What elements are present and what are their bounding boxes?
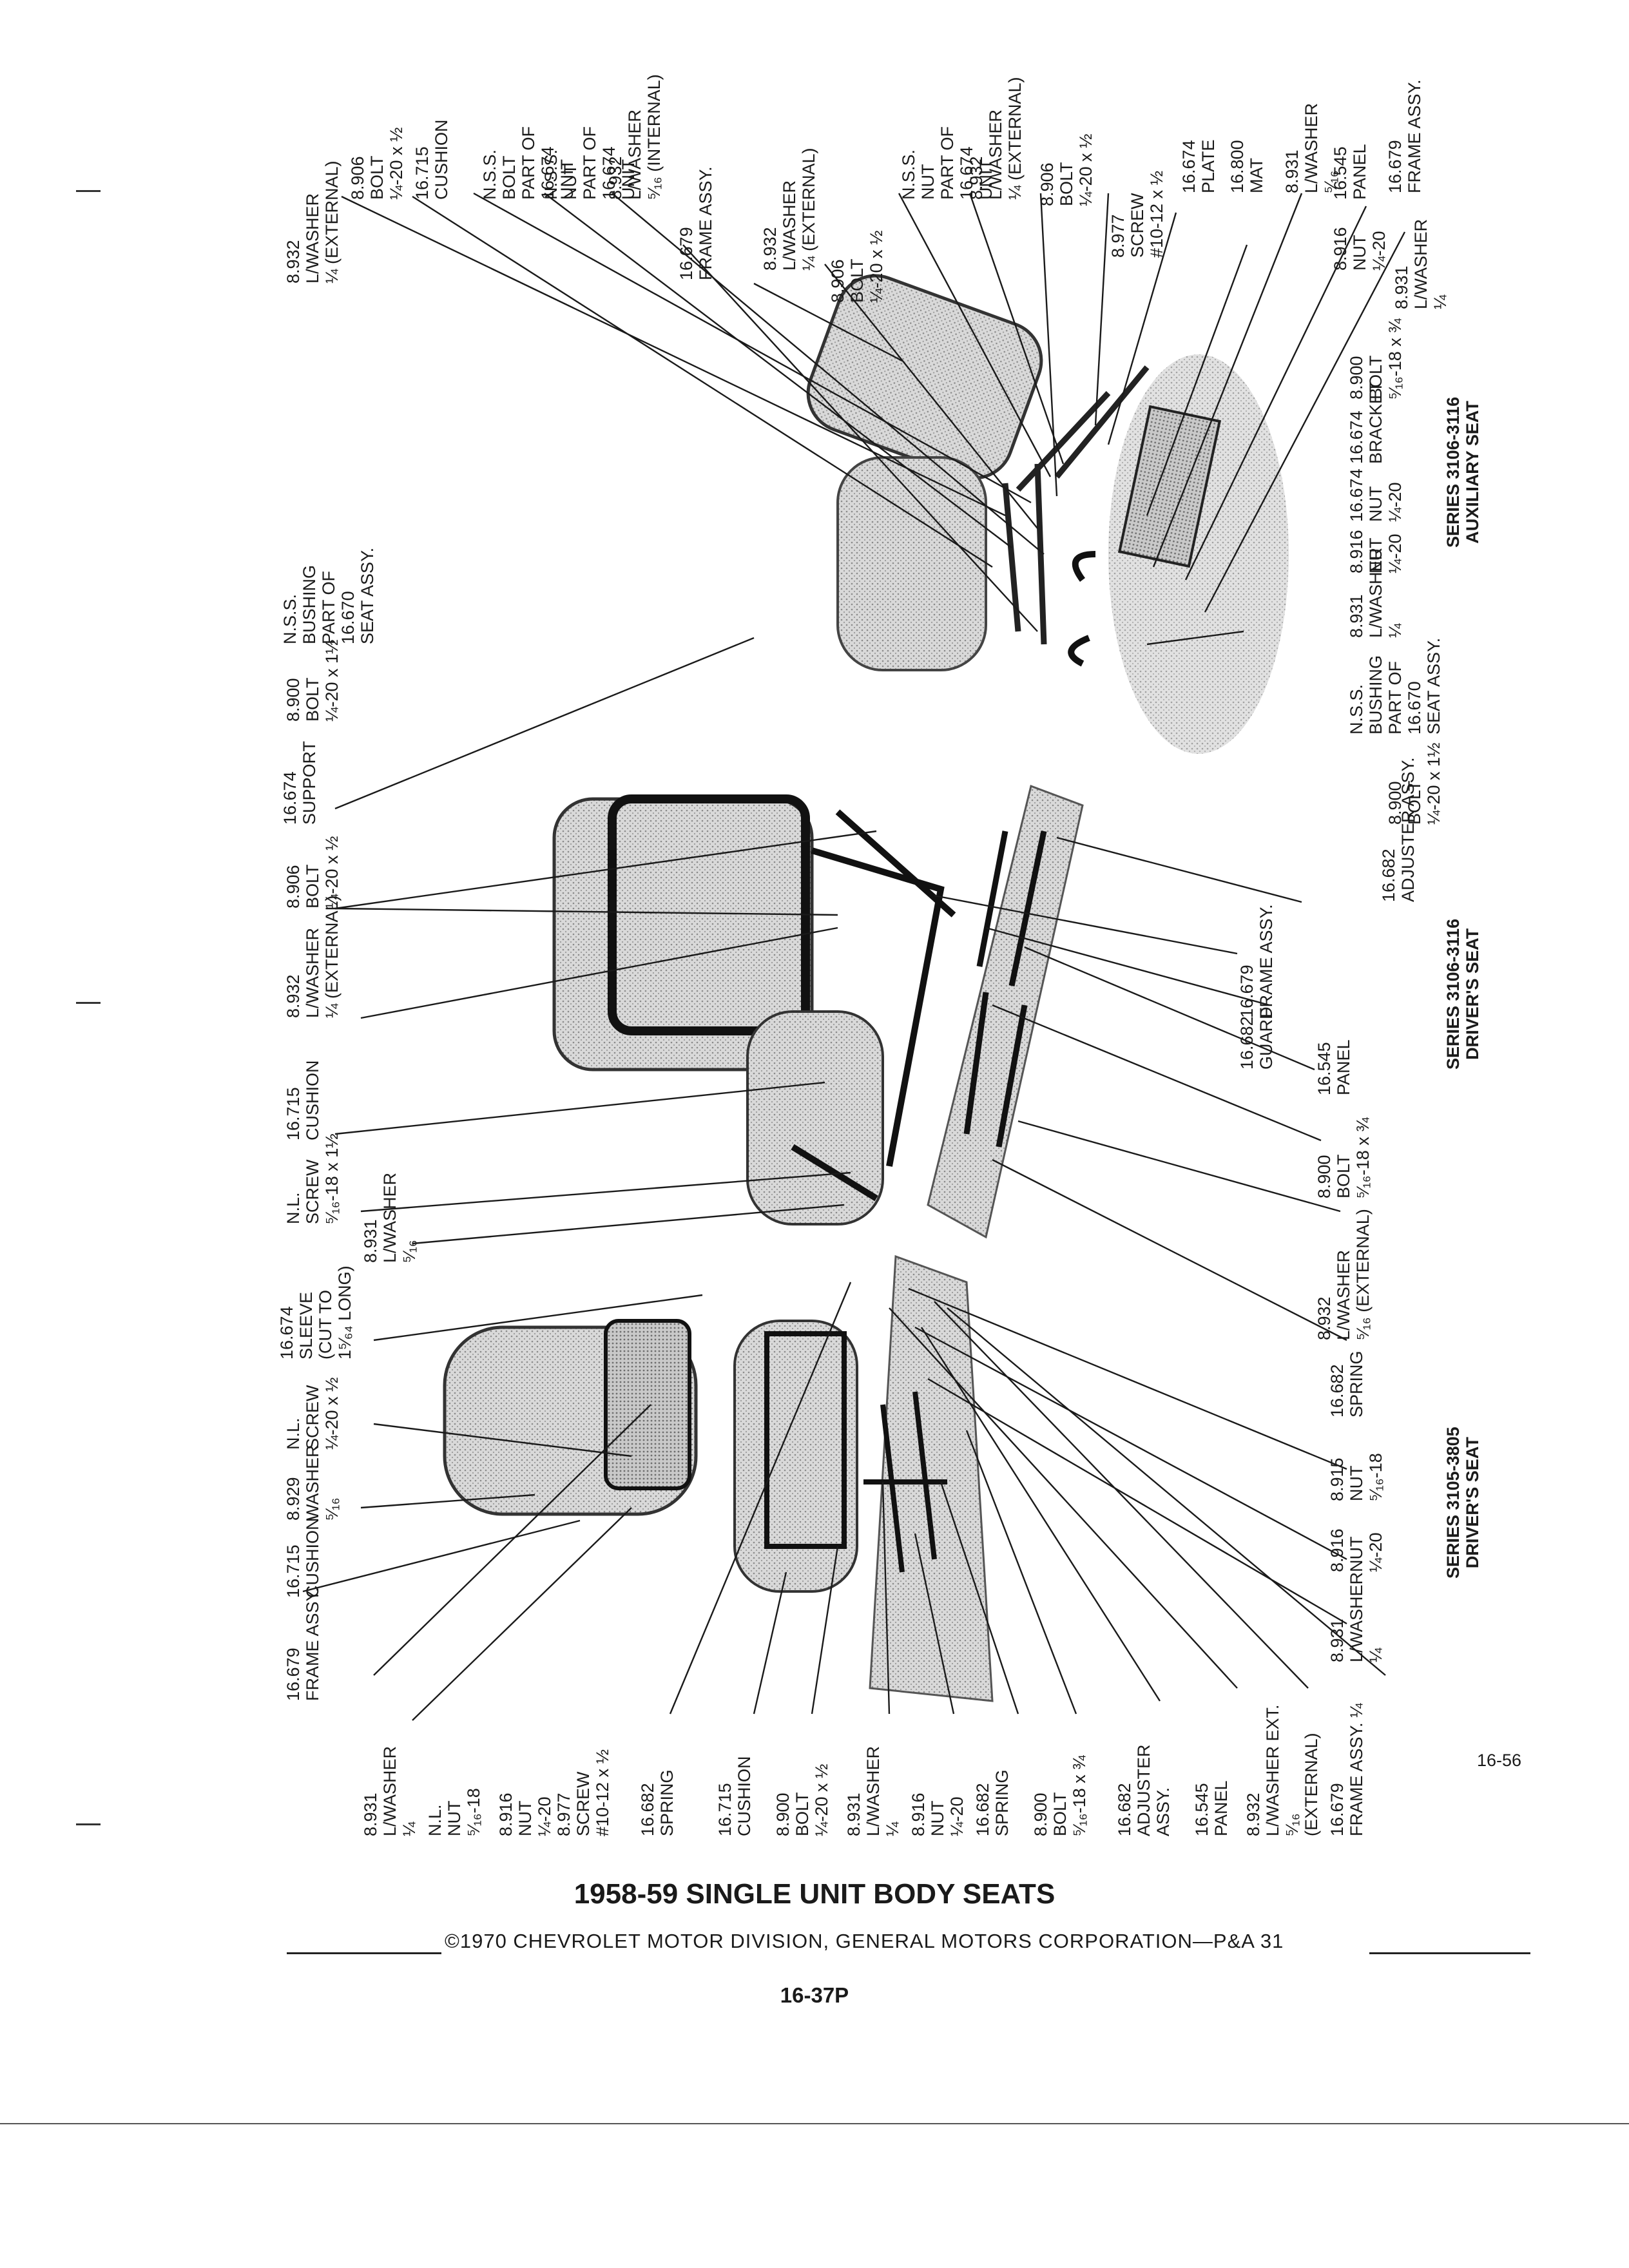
- labels-bottom-item: 8.900 BOLT ¼-20 x ½: [773, 1763, 831, 1836]
- labels-bottom-item: 8.931 L/WASHER ¼: [361, 1745, 419, 1836]
- labels-bottom-item: 8.932 L/WASHER EXT. ⁵⁄₁₆ (EXTERNAL): [1244, 1704, 1321, 1836]
- labels-top-item: 8.931 L/WASHER ¼: [1392, 218, 1450, 309]
- labels-top-item: N.S.S. BUSHING PART OF 16.670 SEAT ASSY.: [280, 547, 377, 644]
- aux-frame-tube: [1002, 365, 1150, 645]
- labels-bottom-item: 16.682 SPRING: [973, 1769, 1012, 1836]
- labels-right-item: 16.682 SPRING: [1327, 1350, 1366, 1418]
- labels-right-item: 16.682 ADJUSTER ASSY.: [1379, 757, 1418, 902]
- labels-right-item: 8.931 L/WASHER ¼: [1327, 1571, 1385, 1662]
- labels-top-item: 8.929 WASHER ⁵⁄₁₆: [284, 1445, 342, 1521]
- labels-bottom-item: 8.900 BOLT ⁵⁄₁₆-18 x ¾: [1031, 1755, 1089, 1836]
- labels-right-item: 8.916 NUT ¼-20: [1327, 1528, 1385, 1572]
- driver-frame-tubes: [791, 809, 956, 1202]
- labels-top-item: 16.715 CUSHION: [284, 1060, 322, 1140]
- labels-top-item: 8.932 L/WASHER ¼ (EXTERNAL): [284, 160, 342, 284]
- rule-left: [287, 1952, 441, 1954]
- aux-seat-cushion: [836, 456, 987, 671]
- labels-right-item: 8.915 NUT ⁵⁄₁₆-18: [1327, 1453, 1385, 1501]
- labels-right-item: 16.674 BRACKET: [1347, 381, 1385, 464]
- driver2-seat-cushion: [733, 1320, 858, 1593]
- labels-bottom-item: 16.545 PANEL: [1192, 1780, 1231, 1836]
- labels-top-item: 16.674 SLEEVE (CUT TO 1⁵⁄₆₄ LONG): [277, 1265, 354, 1360]
- labels-top-item: 8.932 L/WASHER ⁵⁄₁₆ (INTERNAL): [606, 74, 664, 200]
- labels-top-item: 16.800 MAT: [1228, 140, 1266, 193]
- labels-top-item: 8.900 BOLT ¼-20 x 1½: [284, 639, 342, 722]
- labels-bottom-item: 16.679 FRAME ASSY. ¼: [1327, 1703, 1366, 1836]
- labels-top-item: 8.906 BOLT ¼-20 x ½: [828, 230, 886, 303]
- side-page-number: 16-56: [1477, 1751, 1522, 1770]
- punch-mark: [76, 190, 101, 192]
- labels-top-item: 16.715 CUSHION: [412, 119, 451, 200]
- labels-right-item: 16.545 PANEL: [1315, 1039, 1353, 1095]
- labels-bottom-item: 16.682 ADJUSTER ASSY.: [1115, 1744, 1173, 1836]
- leader-lines: [302, 192, 1406, 1721]
- labels-right-item: 16.674 NUT ¼-20: [1347, 468, 1405, 522]
- labels-top-item: 8.906 BOLT ¼-20 x ½: [1037, 133, 1095, 206]
- auxiliary-seat-group: [806, 274, 1289, 754]
- labels-bottom-item: N.L. NUT ⁵⁄₁₆-18: [425, 1788, 483, 1836]
- punch-mark: [76, 1002, 101, 1004]
- series-caption: SERIES 3106-3116 DRIVER'S SEAT: [1443, 918, 1482, 1070]
- labels-top-item: 16.679 FRAME ASSY.: [284, 1587, 322, 1701]
- labels-top-item: 8.932 L/WASHER ¼ (EXTERNAL): [967, 77, 1025, 200]
- labels-bottom-item: 8.977 SCREW #10-12 x ½: [554, 1749, 612, 1836]
- labels-bottom-item: 8.916 NUT ¼-20: [909, 1792, 967, 1836]
- labels-bottom-item: 16.715 CUSHION: [715, 1756, 754, 1836]
- drivers-seat-3105-group: [443, 1254, 994, 1702]
- labels-right-item: 8.900 BOLT ⁵⁄₁₆-18 x ¾: [1315, 1117, 1373, 1198]
- labels-right-item: 16.682 GUARD: [1237, 1006, 1276, 1070]
- labels-top-item: N.L. SCREW ¼-20 x ½: [284, 1377, 342, 1450]
- series-caption: SERIES 3106-3116 AUXILIARY SEAT: [1443, 396, 1482, 548]
- labels-top-item: 8.977 SCREW #10-12 x ½: [1108, 170, 1166, 258]
- driver-adjuster-rails: [963, 831, 1047, 1148]
- series-caption: SERIES 3105-3805 DRIVER'S SEAT: [1443, 1427, 1482, 1579]
- labels-top-item: 8.932 L/WASHER ¼ (EXTERNAL): [760, 148, 818, 271]
- aux-support-legs: [1068, 551, 1096, 667]
- driver2-seat-back-frame: [604, 1319, 691, 1490]
- labels-top-item: 8.916 NUT ¼-20: [1331, 227, 1389, 271]
- driver-seat-cushion: [746, 1010, 884, 1225]
- labels-top-item: 16.679 FRAME ASSY.: [677, 166, 715, 280]
- labels-top-item: 8.931 L/WASHER ⁵⁄₁₆: [361, 1172, 419, 1263]
- labels-right-item: N.S.S. BUSHING PART OF 16.670 SEAT ASSY.: [1347, 637, 1443, 735]
- rule-right: [1369, 1952, 1530, 1954]
- driver2-adjuster-rails: [863, 1391, 947, 1573]
- driver-floor-panel: [927, 785, 1084, 1239]
- labels-top-item: 16.674 PLATE: [1179, 139, 1218, 193]
- driver2-floor-panel: [869, 1254, 994, 1702]
- labels-top-item: 16.674 SUPPORT: [280, 740, 319, 825]
- labels-right-item: 8.932 L/WASHER ⁵⁄₁₆ (EXTERNAL): [1315, 1209, 1373, 1340]
- driver2-cushion-frame: [764, 1331, 847, 1549]
- labels-top-item: 16.715 CUSHION: [284, 1517, 322, 1598]
- labels-bottom-item: 16.682 SPRING: [638, 1769, 677, 1836]
- labels-top-item: N.L. SCREW ⁵⁄₁₆-18 x 1½: [284, 1133, 342, 1224]
- drivers-seat-3106-group: [552, 785, 1084, 1239]
- labels-bottom-item: 8.916 NUT ¼-20: [496, 1792, 554, 1836]
- page-number: 16-37P: [780, 1983, 849, 2007]
- labels-top-item: 16.545 PANEL: [1331, 144, 1369, 200]
- labels-top-item: 8.932 L/WASHER ¼ (EXTERNAL): [284, 895, 342, 1018]
- bottom-scan-line: [0, 2123, 1629, 2124]
- punch-mark: [76, 1823, 101, 1825]
- labels-bottom-item: 8.931 L/WASHER ¼: [844, 1745, 902, 1836]
- copyright-line: ©1970 CHEVROLET MOTOR DIVISION, GENERAL …: [445, 1930, 1284, 1952]
- aux-seat-back: [806, 274, 1043, 480]
- labels-top-item: 8.906 BOLT ¼-20 x ½: [348, 127, 406, 200]
- page-title: 1958-59 SINGLE UNIT BODY SEATS: [574, 1878, 1055, 1910]
- labels-top-item: 16.679 FRAME ASSY.: [1385, 79, 1424, 193]
- labels-right-item: 16.679 FRAME ASSY.: [1237, 904, 1276, 1018]
- labels-right-item: 8.931 L/WASHER ¼: [1347, 547, 1405, 638]
